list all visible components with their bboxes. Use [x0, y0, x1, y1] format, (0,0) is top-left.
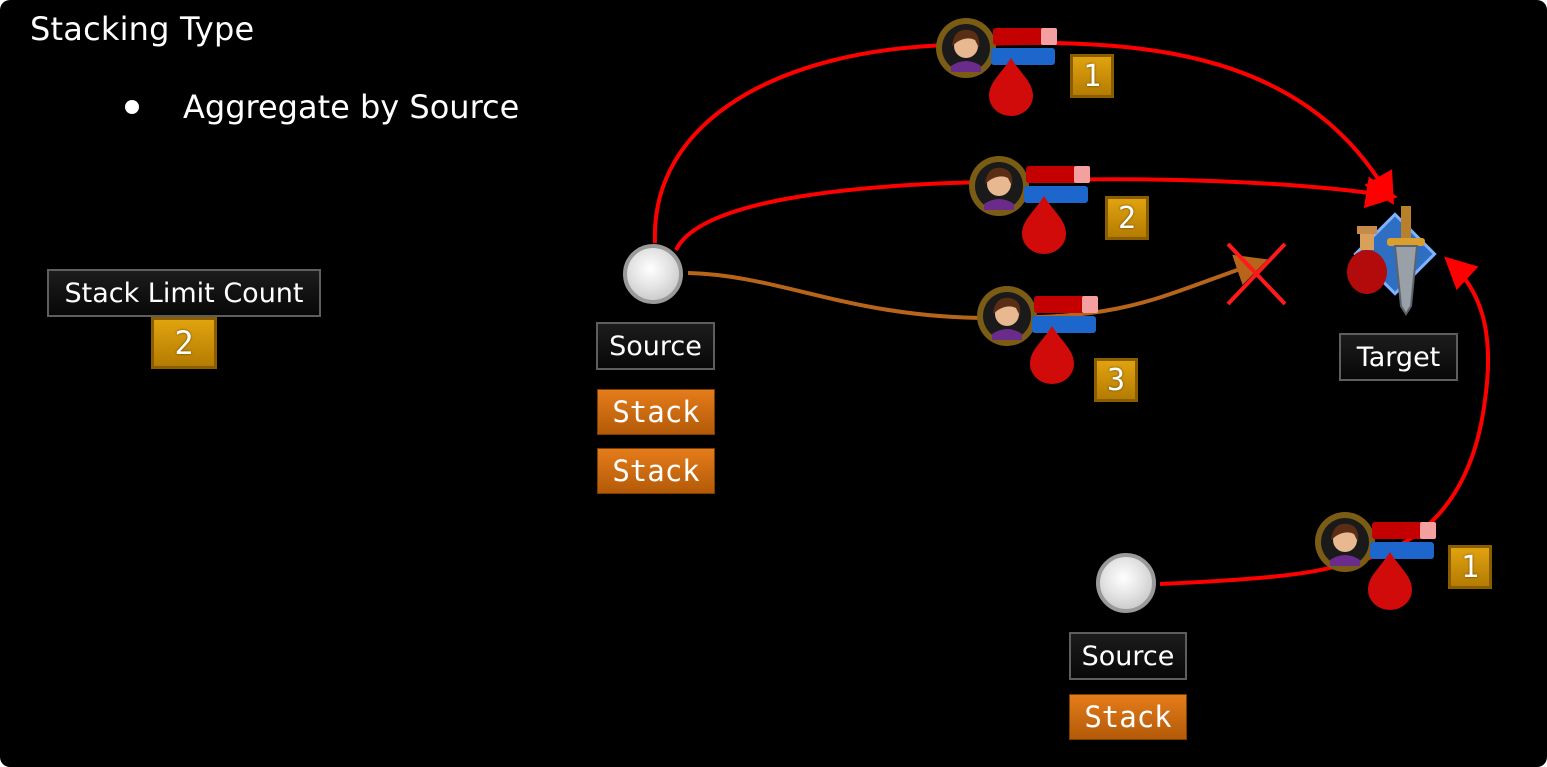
buff-3-number: 3: [1094, 358, 1138, 402]
slide-title: Stacking Type: [30, 10, 255, 48]
bullet-item: Aggregate by Source: [120, 88, 519, 126]
target-label: Target: [1339, 333, 1458, 381]
hero-portrait-icon: [1315, 512, 1375, 572]
hero-portrait-icon: [977, 286, 1037, 346]
bullet-dot-icon: [125, 100, 139, 114]
source-a-label: Source: [596, 322, 715, 370]
hero-portrait-icon: [936, 18, 996, 78]
target-icon[interactable]: [1335, 198, 1455, 318]
buff-4-number: 1: [1448, 545, 1492, 589]
buff-4[interactable]: [1312, 510, 1442, 610]
buff-1[interactable]: [933, 16, 1063, 116]
health-bar-icon: [1032, 296, 1098, 333]
blood-drop-icon: [989, 58, 1033, 116]
source-a-node[interactable]: [623, 244, 683, 304]
bullet-text: Aggregate by Source: [183, 88, 520, 126]
health-bar-icon: [991, 28, 1057, 65]
buff-1-number: 1: [1070, 54, 1114, 98]
source-a-stack-1: Stack: [597, 389, 715, 435]
blood-drop-icon: [1022, 196, 1066, 254]
source-b-stack-1: Stack: [1069, 694, 1187, 740]
buff-2-number: 2: [1105, 196, 1149, 240]
stack-limit-label: Stack Limit Count: [47, 269, 321, 317]
source-a-stack-2: Stack: [597, 448, 715, 494]
health-bar-icon: [1370, 522, 1436, 559]
rejected-cross-icon: [1226, 242, 1287, 306]
blood-drop-icon: [1368, 552, 1412, 610]
source-b-node[interactable]: [1096, 553, 1156, 613]
stack-limit-value: 2: [151, 317, 217, 369]
source-b-label: Source: [1069, 632, 1187, 680]
hero-portrait-icon: [969, 156, 1029, 216]
buff-3[interactable]: [974, 284, 1104, 384]
buff-2[interactable]: [966, 154, 1096, 254]
blood-drop-icon: [1030, 326, 1074, 384]
health-bar-icon: [1024, 166, 1090, 203]
